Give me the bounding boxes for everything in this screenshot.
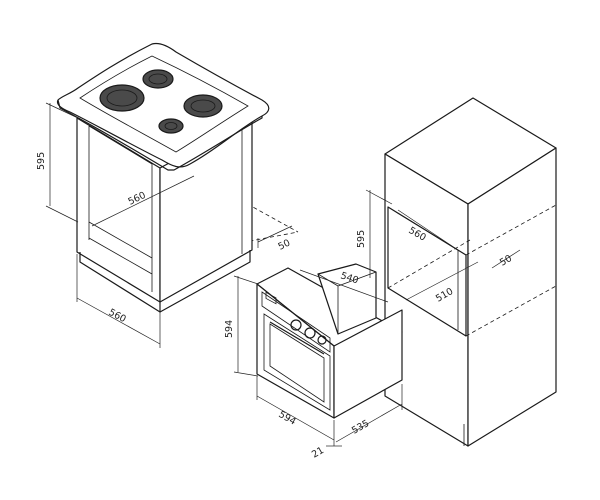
dimension-lines [45,102,521,447]
dim-niche-gap: 50 [498,253,514,269]
tall-unit [384,97,557,447]
oven [256,263,403,419]
dim-oven-height: 594 [224,320,235,338]
dim-oven-width: 594 [277,409,298,428]
dim-cabinet-gap: 50 [276,238,292,253]
dim-oven-top-depth: 540 [339,270,360,286]
dim-oven-panel: 21 [310,445,326,461]
dim-cabinet-front-width: 560 [107,307,128,325]
dim-niche-height: 595 [356,230,367,248]
dim-oven-depth: 535 [350,418,371,437]
dim-cabinet-height: 595 [36,152,47,170]
hob [56,42,270,171]
base-cabinet [76,117,299,313]
